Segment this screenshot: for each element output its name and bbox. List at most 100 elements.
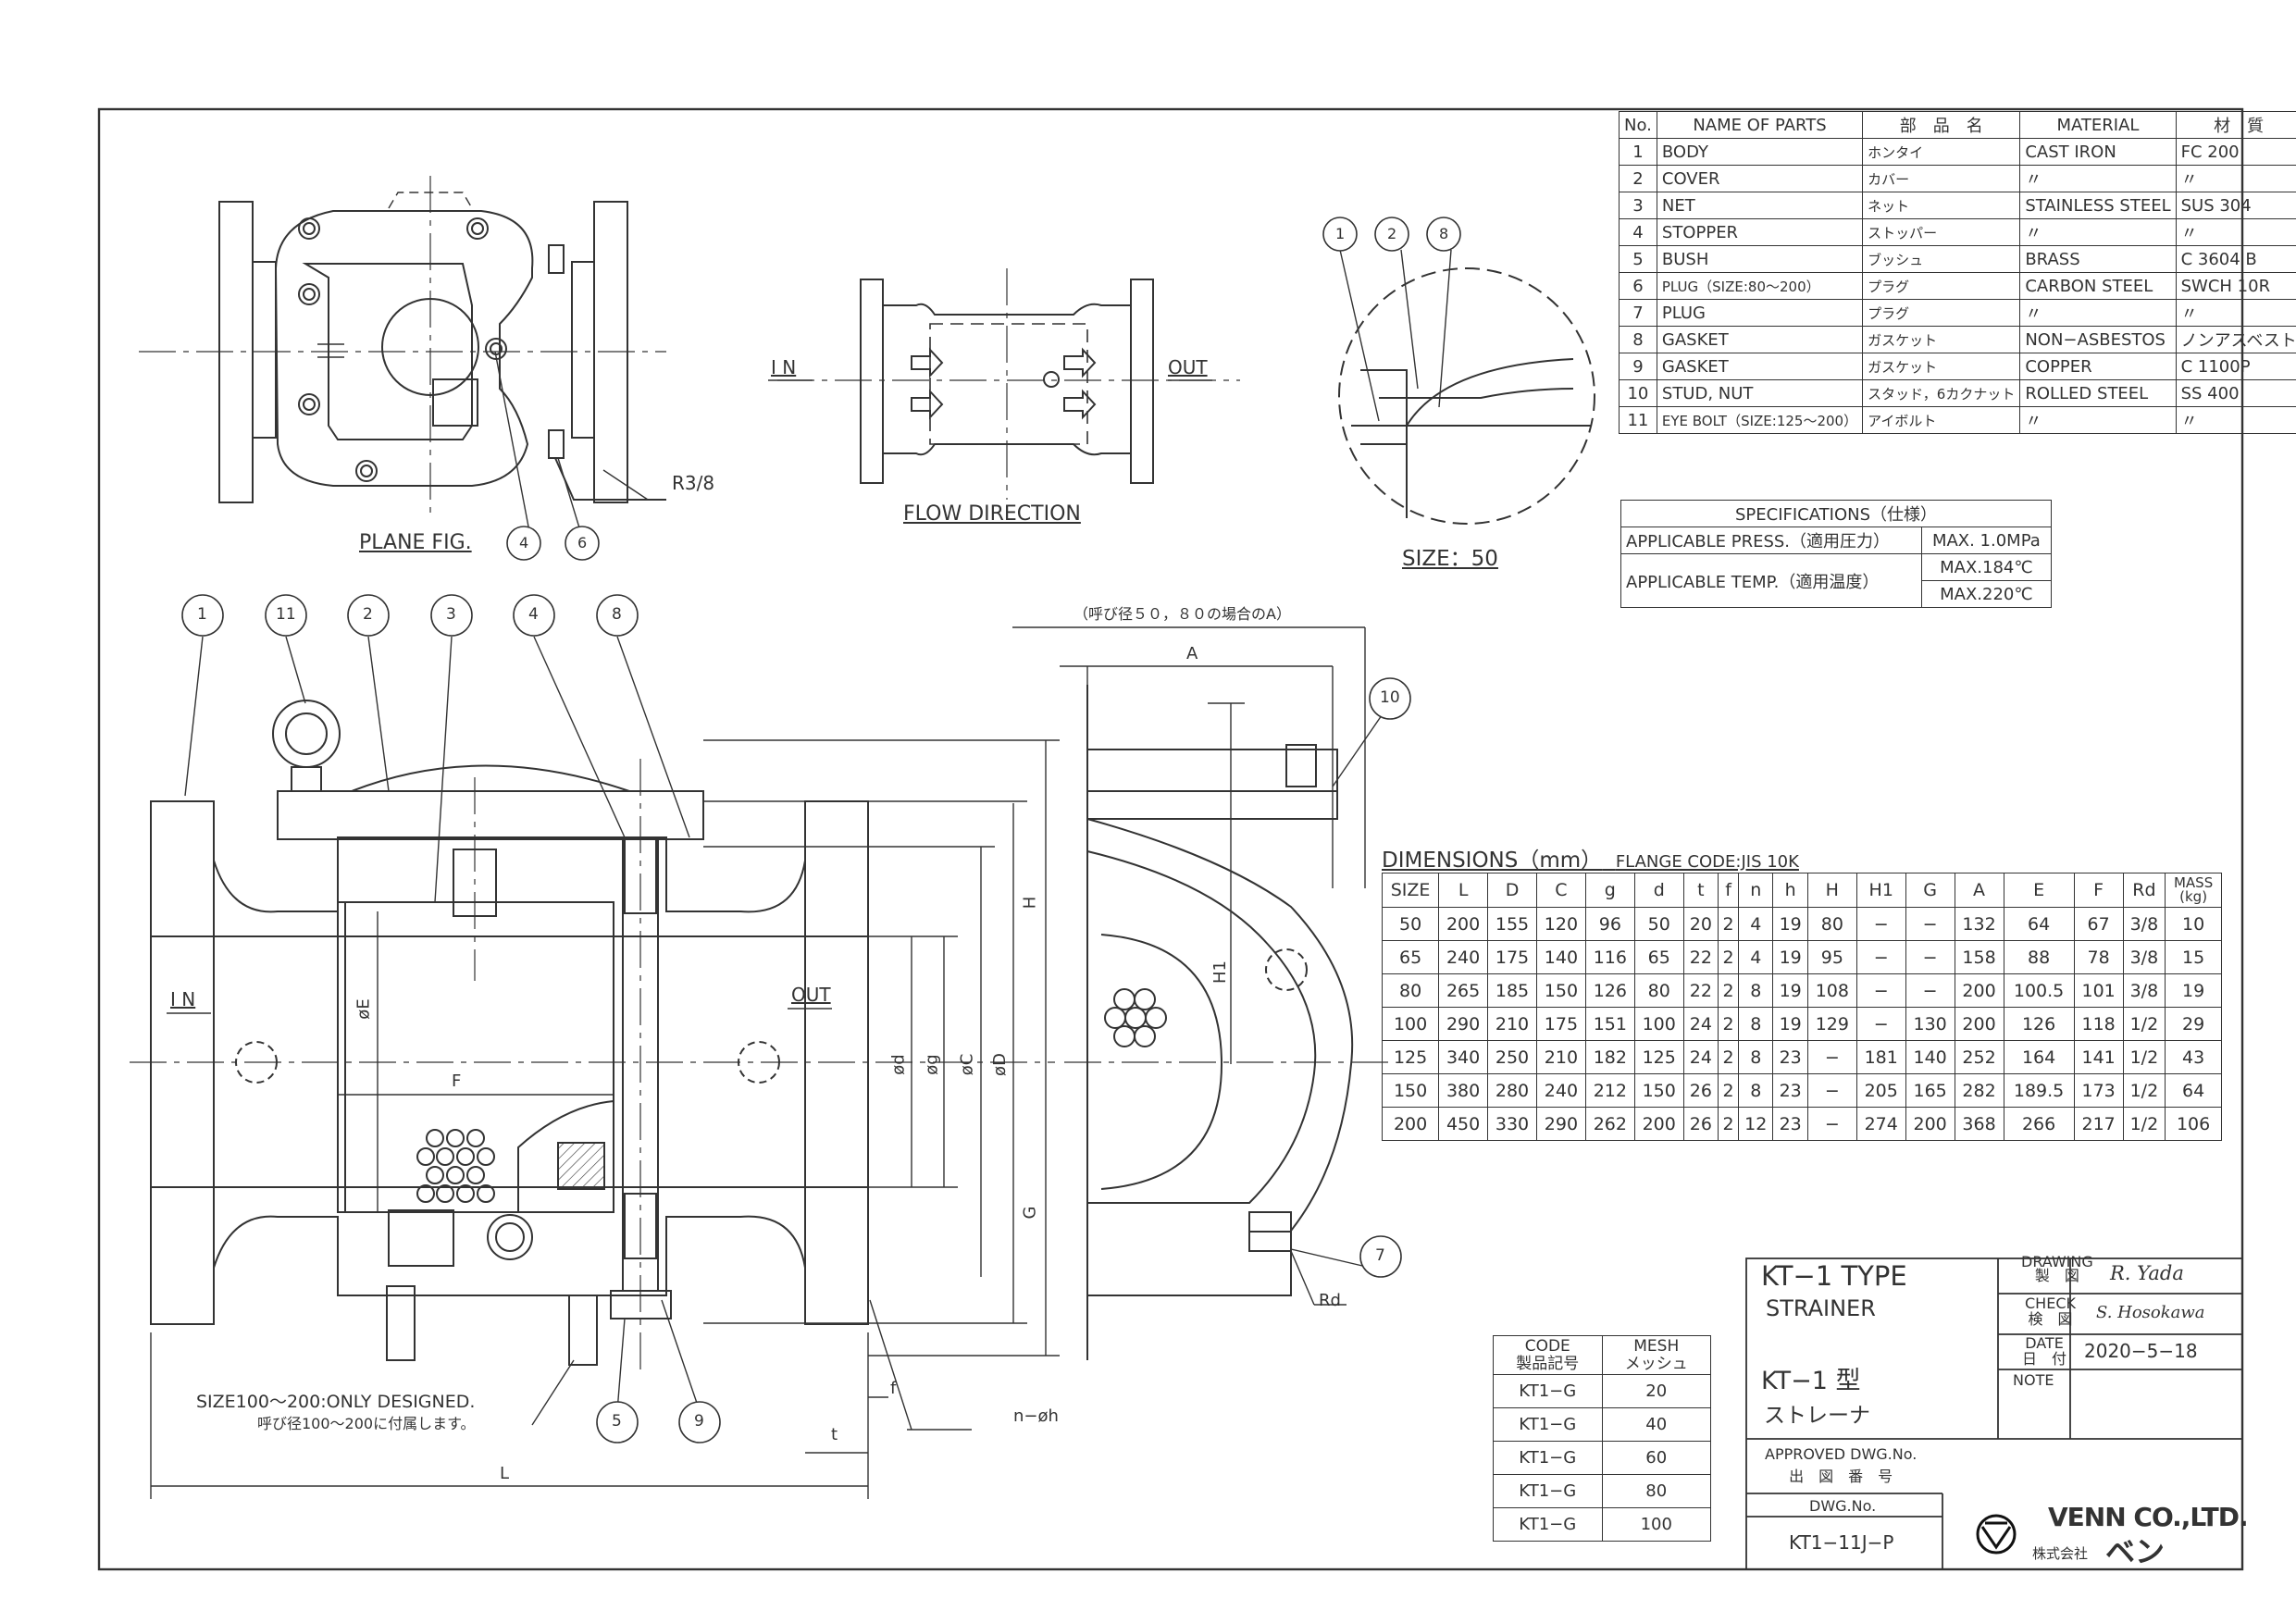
balloon-4-plane: 4 [519, 534, 529, 551]
dimensions-cell: 175 [1535, 1007, 1586, 1041]
dimensions-cell: 125 [1633, 1040, 1684, 1074]
dimensions-cell: 2 [1718, 1007, 1740, 1041]
size-50-label: SIZE：50 [1402, 547, 1498, 571]
dimensions-cell: 3/8 [2122, 940, 2166, 974]
parts-cell: ストッパー [1862, 218, 2021, 246]
dimensions-cell: 150 [1633, 1073, 1684, 1108]
parts-cell: 〃 [2175, 299, 2296, 327]
plane-fig-label: PLANE FIG. [359, 531, 472, 554]
dwg-label: DWG.No. [1809, 1497, 1877, 1515]
parts-cell: アイボルト [1862, 406, 2021, 434]
r38-label: R3/8 [672, 472, 715, 494]
parts-header-cell: 材 質 [2175, 111, 2296, 139]
dimensions-header-cell: n [1738, 873, 1774, 908]
dimensions-cell: 23 [1772, 1040, 1808, 1074]
dimensions-cell: 2 [1718, 1040, 1740, 1074]
rd-label: Rd [1319, 1291, 1341, 1310]
parts-cell: カバー [1862, 165, 2021, 192]
parts-cell: 5 [1619, 245, 1657, 273]
dimensions-cell: 50 [1381, 907, 1440, 941]
a-note: （呼び径５０，８０の場合のA） [1074, 605, 1291, 623]
code-cell: KT1−G [1493, 1474, 1603, 1508]
dimensions-cell: 150 [1535, 973, 1586, 1008]
parts-cell: GASKET [1656, 353, 1864, 380]
parts-cell: SWCH 10R [2175, 272, 2296, 300]
parts-cell: STUD, NUT [1656, 379, 1864, 407]
dimensions-header-cell: L [1438, 873, 1489, 908]
code-cell: 20 [1601, 1374, 1711, 1408]
balloon-2-main: 2 [363, 605, 373, 624]
dimensions-header-cell: Rd [2122, 873, 2166, 908]
drawing-label: DRAWING 製 図 [2021, 1253, 2093, 1284]
dimensions-header-cell: SIZE [1381, 873, 1440, 908]
parts-cell: NET [1656, 192, 1864, 219]
dimensions-cell: 182 [1584, 1040, 1635, 1074]
parts-header-cell: NAME OF PARTS [1656, 111, 1864, 139]
dimensions-header-cell: F [2073, 873, 2124, 908]
parts-cell: BRASS [2019, 245, 2177, 273]
dimensions-cell: − [1806, 1107, 1857, 1141]
parts-cell: CARBON STEEL [2019, 272, 2177, 300]
spec-press-label: APPLICABLE PRESS.（適用圧力） [1620, 527, 1922, 554]
code-cell: 80 [1601, 1474, 1711, 1508]
dimensions-cell: − [1806, 1040, 1857, 1074]
dimensions-cell: 130 [1905, 1007, 1955, 1041]
code-header-cell: CODE 製品記号 [1493, 1335, 1603, 1375]
dimensions-cell: 19 [1772, 940, 1808, 974]
dim-t: t [831, 1425, 838, 1444]
dimensions-cell: 151 [1584, 1007, 1635, 1041]
dim-D: øD [989, 1053, 1010, 1076]
dimensions-cell: 19 [1772, 907, 1808, 941]
company-en: VENN CO.,LTD. [2048, 1502, 2249, 1532]
balloon-11: 11 [276, 605, 296, 624]
dimensions-cell: − [1905, 907, 1955, 941]
venn-logo [1976, 1514, 2017, 1555]
check-label: CHECK 検 図 [2025, 1295, 2076, 1328]
code-cell: 40 [1601, 1407, 1711, 1442]
dim-C: øC [957, 1053, 977, 1076]
spec-temp-value-1: MAX.184℃ [1920, 553, 2053, 581]
dimensions-cell: 240 [1438, 940, 1489, 974]
dimensions-cell: 23 [1772, 1073, 1808, 1108]
parts-header-cell: 部 品 名 [1862, 111, 2021, 139]
parts-cell: CAST IRON [2019, 138, 2177, 166]
product-jp: ストレーナ [1764, 1404, 1870, 1428]
dimensions-cell: 120 [1535, 907, 1586, 941]
dimensions-cell: − [1905, 973, 1955, 1008]
dimensions-cell: 140 [1535, 940, 1586, 974]
dim-f: f [890, 1379, 897, 1398]
balloon-5: 5 [612, 1412, 622, 1431]
balloon-10: 10 [1380, 688, 1400, 707]
dimensions-header-cell: t [1682, 873, 1719, 908]
dimensions-cell: 12 [1738, 1107, 1774, 1141]
dimensions-cell: 80 [1381, 973, 1440, 1008]
parts-cell: ROLLED STEEL [2019, 379, 2177, 407]
dimensions-cell: 200 [1905, 1107, 1955, 1141]
spec-temp-value-2: MAX.220℃ [1920, 580, 2053, 608]
parts-cell: 〃 [2175, 165, 2296, 192]
dimensions-cell: 64 [2003, 907, 2075, 941]
dimensions-cell: 67 [2073, 907, 2124, 941]
dimensions-cell: 4 [1738, 907, 1774, 941]
dimensions-cell: 65 [1633, 940, 1684, 974]
parts-cell: ガスケット [1862, 353, 2021, 380]
parts-cell: ネット [1862, 192, 2021, 219]
dimensions-cell: 210 [1535, 1040, 1586, 1074]
note-label: NOTE [2013, 1371, 2054, 1389]
dimensions-cell: 290 [1438, 1007, 1489, 1041]
dimensions-cell: 200 [1381, 1107, 1440, 1141]
parts-cell: 〃 [2019, 165, 2177, 192]
parts-cell: 〃 [2019, 299, 2177, 327]
dimensions-cell: 132 [1954, 907, 2004, 941]
title-block-frame [1745, 1258, 2243, 1570]
parts-cell: 9 [1619, 353, 1657, 380]
